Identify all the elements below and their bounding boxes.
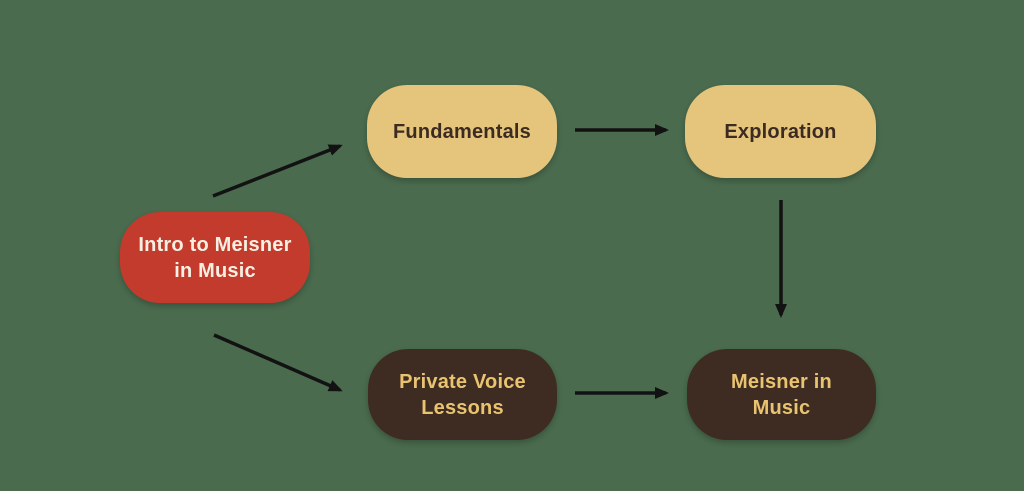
arrow-intro-to-private <box>213 333 343 392</box>
node-label: Private Voice Lessons <box>399 370 526 419</box>
node-intro-to-meisner-in-music: Intro to Meisner in Music <box>120 212 310 303</box>
node-label: Meisner in Music <box>731 370 832 419</box>
arrow-intro-to-fundamentals <box>212 144 343 198</box>
node-private-voice-lessons: Private Voice Lessons <box>368 349 557 440</box>
node-label: Intro to Meisner in Music <box>138 233 292 282</box>
node-fundamentals: Fundamentals <box>367 85 557 178</box>
node-label: Fundamentals <box>393 120 531 143</box>
node-meisner-in-music: Meisner in Music <box>687 349 876 440</box>
node-exploration: Exploration <box>685 85 876 178</box>
node-label: Exploration <box>724 120 837 143</box>
